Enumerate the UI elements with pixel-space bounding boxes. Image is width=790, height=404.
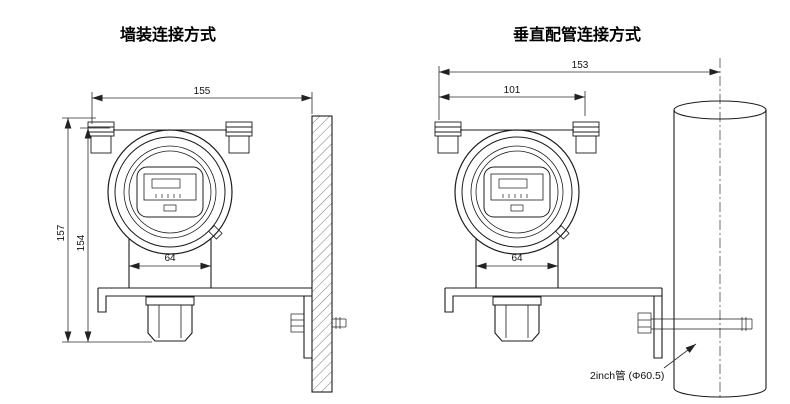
leader-arrow [663,343,697,369]
dim-neck-width-right: 64 [476,253,558,270]
dim-top-width-right: 153 [438,60,720,120]
dim-inner-width-right: 101 [439,85,586,116]
dim-label-153: 153 [572,60,589,71]
transmitter-device-pipe [434,121,600,342]
right-drawing-title: 垂直配管连接方式 [513,25,641,44]
dim-label-64-left: 64 [164,253,176,264]
left-drawing-title: 墙装连接方式 [120,25,216,44]
dim-label-64-right: 64 [511,253,523,264]
pipe-size-label: 2inch管 (Φ60.5) [590,369,664,382]
pipe-mounting-bracket [444,287,663,359]
dim-label-155: 155 [194,86,211,97]
wall-bolt [290,313,347,333]
dim-overall-height: 157 [56,117,152,343]
transmitter-device-wall [87,121,253,342]
dim-label-101: 101 [504,85,521,96]
wall-section [311,115,333,393]
pipe-clamp-bolt [637,312,753,334]
dim-top-width-left: 155 [91,86,313,124]
dim-inner-height: 154 [76,127,110,342]
pipe-mount-drawing: 153 101 64 2inch管 (Φ60.5) [434,58,767,400]
pipe-size-callout: 2inch管 (Φ60.5) [590,343,697,382]
wall-mount-drawing: 155 157 154 64 [56,86,347,393]
wall-mounting-bracket [97,287,312,359]
mounting-pipe [673,58,767,400]
dim-label-157: 157 [56,224,67,241]
dim-neck-width-left: 64 [129,253,211,270]
dim-label-154: 154 [76,234,87,251]
